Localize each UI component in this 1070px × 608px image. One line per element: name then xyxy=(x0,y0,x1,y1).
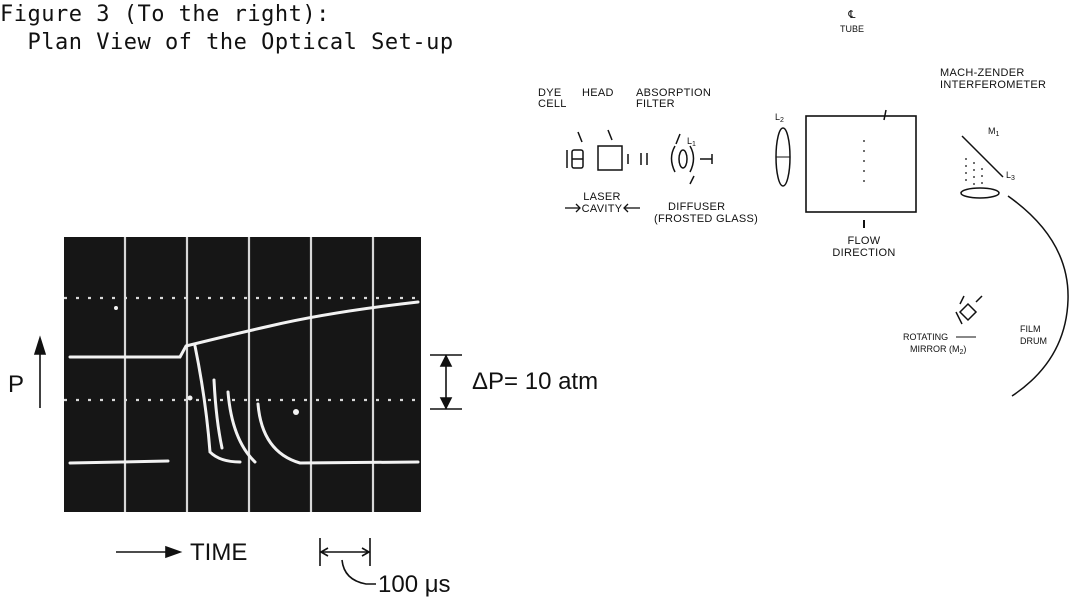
tube-label: TUBE xyxy=(840,24,864,34)
optical-setup-diagram: ℄ TUBE MACH-ZENDER INTERFEROMETER DYE CE… xyxy=(538,9,1069,397)
pressure-trace xyxy=(68,300,420,465)
pressure-axis-arrow xyxy=(33,335,47,408)
oscilloscope-grid xyxy=(123,237,375,512)
head-label: HEAD xyxy=(582,87,614,99)
flow-direction-label-1: FLOW xyxy=(848,235,881,247)
l3-label: L3 xyxy=(1006,170,1015,182)
rotating-mirror-label-1: ROTATING xyxy=(903,332,948,342)
laser-cavity-label-2: CAVITY xyxy=(582,203,623,215)
mirror-m1 xyxy=(960,135,1004,199)
diffuser-label-1: DIFFUSER xyxy=(668,201,725,213)
absorption-filter-label-2: FILTER xyxy=(636,98,675,110)
diffuser-label-2: (FROSTED GLASS) xyxy=(654,213,758,225)
mach-zender-label-2: INTERFEROMETER xyxy=(940,79,1046,91)
figure-caption-line-2: Plan View of the Optical Set-up xyxy=(0,30,454,55)
flow-direction-label-2: DIRECTION xyxy=(832,247,895,259)
l1-label: L1 xyxy=(687,136,696,148)
laser-components xyxy=(566,129,713,185)
lens-l2 xyxy=(775,127,791,187)
film-drum-label-1: FILM xyxy=(1020,324,1041,334)
tube-centerline-symbol: ℄ xyxy=(847,9,855,21)
l2-label: L2 xyxy=(775,112,784,124)
pressure-oscillogram: P ΔP= 10 atm TIME 100 μs xyxy=(8,237,598,598)
test-section-tube xyxy=(805,115,917,213)
mach-zender-label-1: MACH-ZENDER xyxy=(940,67,1025,79)
rotating-mirror-m2 xyxy=(955,295,983,325)
time-scale-bracket xyxy=(319,538,376,585)
delta-p-label: ΔP= 10 atm xyxy=(472,368,598,395)
dye-cell-label-2: CELL xyxy=(538,98,567,110)
time-axis-arrow xyxy=(116,545,183,559)
time-axis-label: TIME xyxy=(190,539,247,566)
film-drum-arc xyxy=(1007,195,1069,397)
rotating-mirror-label-2: MIRROR (M2) xyxy=(910,344,966,356)
m1-label: M1 xyxy=(988,126,1000,138)
time-scale-label: 100 μs xyxy=(378,571,451,598)
laser-cavity-arrow xyxy=(565,203,640,213)
figure-caption-line-1: Figure 3 (To the right): xyxy=(0,2,330,27)
laser-cavity-label-1: LASER xyxy=(583,191,621,203)
dye-cell-label-1: DYE xyxy=(538,87,562,99)
delta-p-bracket xyxy=(430,354,462,410)
film-drum-label-2: DRUM xyxy=(1020,336,1047,346)
pressure-axis-label: P xyxy=(8,371,24,398)
oscilloscope-screen xyxy=(64,237,421,512)
absorption-filter-label-1: ABSORPTION xyxy=(636,87,711,99)
